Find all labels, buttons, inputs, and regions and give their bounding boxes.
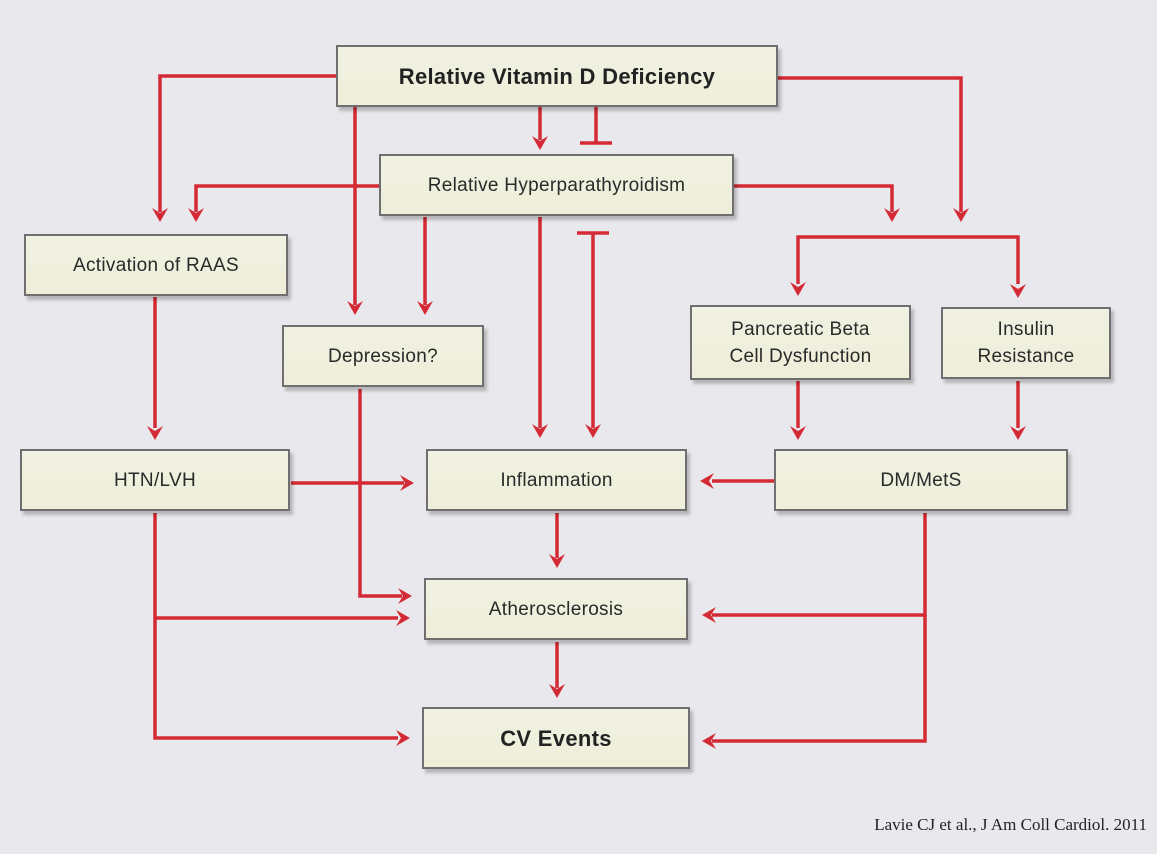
arrowhead-icon bbox=[347, 301, 363, 315]
arrowhead-icon bbox=[152, 208, 168, 222]
node-label: Resistance bbox=[977, 346, 1075, 367]
arrowhead-icon bbox=[700, 473, 714, 489]
node-label: Atherosclerosis bbox=[488, 598, 624, 620]
edge-htn-cv bbox=[153, 618, 398, 740]
node-atherosclerosis: Atherosclerosis bbox=[424, 578, 688, 640]
node-label: Relative Hyperparathyroidism bbox=[427, 174, 686, 196]
arrowhead-icon bbox=[884, 208, 900, 222]
arrowhead-icon bbox=[702, 607, 716, 623]
arrowhead-icon bbox=[702, 733, 716, 749]
edge-dm-cv bbox=[712, 615, 927, 743]
arrowhead-icon bbox=[417, 301, 433, 315]
arrowhead-icon bbox=[396, 730, 410, 746]
node-cv-events: CV Events bbox=[422, 707, 690, 769]
arrowhead-icon bbox=[396, 610, 410, 626]
node-label: Insulin bbox=[997, 319, 1055, 340]
arrowhead-icon bbox=[1010, 426, 1026, 440]
node-label: Pancreatic Beta bbox=[731, 318, 870, 340]
arrowhead-icon bbox=[953, 208, 969, 222]
arrowhead-icon bbox=[790, 282, 806, 296]
edge-hyperpara-raas bbox=[194, 184, 379, 212]
arrowhead-icon bbox=[147, 426, 163, 440]
arrowhead-icon bbox=[549, 684, 565, 698]
arrowhead-icon bbox=[532, 424, 548, 438]
node-label: Relative Vitamin D Deficiency bbox=[398, 63, 716, 89]
arrowhead-icon bbox=[549, 554, 565, 568]
node-label: Activation of RAAS bbox=[73, 254, 239, 276]
node-raas: Activation of RAAS bbox=[24, 234, 288, 296]
node-label: Depression? bbox=[328, 345, 438, 367]
arrowhead-icon bbox=[398, 588, 412, 604]
node-label: DM/MetS bbox=[880, 469, 962, 491]
edge-metabolic-split bbox=[796, 235, 1020, 284]
arrowhead-icon bbox=[400, 475, 414, 491]
node-label: HTN/LVH bbox=[114, 469, 196, 491]
arrowhead-icon bbox=[188, 208, 204, 222]
edge-vitd-raas bbox=[158, 74, 336, 212]
edge-dm-athero bbox=[712, 513, 927, 617]
node-label: Inflammation bbox=[500, 469, 613, 491]
arrowhead-icon bbox=[585, 424, 601, 438]
node-htn-lvh: HTN/LVH bbox=[20, 449, 290, 511]
node-hyperparathyroidism: Relative Hyperparathyroidism bbox=[379, 154, 734, 216]
node-dm-mets: DM/MetS bbox=[774, 449, 1068, 511]
arrowhead-icon bbox=[790, 426, 806, 440]
node-vitamin-d-deficiency: Relative Vitamin D Deficiency bbox=[336, 45, 778, 107]
node-depression: Depression? bbox=[282, 325, 484, 387]
arrowhead-icon bbox=[1010, 284, 1026, 298]
edge-depression-athero bbox=[358, 389, 402, 598]
edge-hyperpara-metabolic bbox=[734, 184, 894, 212]
edge-vitd-metabolic bbox=[778, 76, 963, 212]
arrowhead-icon bbox=[532, 136, 548, 150]
node-label: CV Events bbox=[500, 725, 612, 751]
node-inflammation: Inflammation bbox=[426, 449, 687, 511]
node-label: Cell Dysfunction bbox=[729, 345, 872, 367]
citation: Lavie CJ et al., J Am Coll Cardiol. 2011 bbox=[874, 815, 1147, 834]
